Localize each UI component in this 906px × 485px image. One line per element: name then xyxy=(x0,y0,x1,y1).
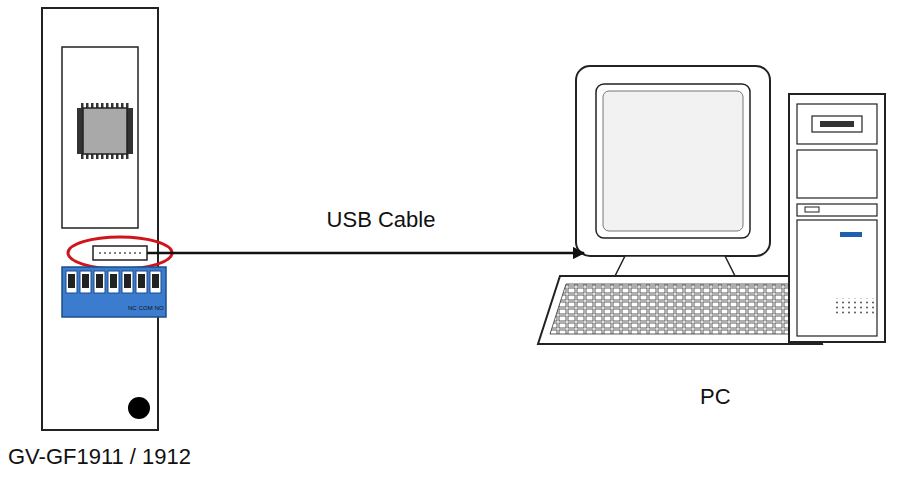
chip xyxy=(83,108,127,154)
tower xyxy=(789,94,885,342)
circuit-board xyxy=(62,47,138,228)
mount-hole xyxy=(128,397,150,419)
device-node: GV-GF1911 / 1912 xyxy=(42,8,158,430)
usb-connector xyxy=(93,246,147,260)
cable-label: USB Cable xyxy=(324,207,439,233)
usb-cable-arrow xyxy=(158,252,584,255)
terminal-marking: NO xyxy=(155,305,164,311)
terminal-screws xyxy=(66,271,161,293)
device-housing xyxy=(42,8,158,430)
terminal-marking: NC xyxy=(128,305,137,311)
node-label: GV-GF1911 / 1912 xyxy=(8,444,191,470)
highlight-ring xyxy=(68,237,172,269)
node-label: PC xyxy=(700,384,731,410)
keyboard xyxy=(538,276,822,344)
monitor xyxy=(576,66,770,256)
computer-node: PC xyxy=(584,66,885,344)
terminal-marking: COM xyxy=(139,305,153,311)
terminal-block xyxy=(62,267,166,317)
